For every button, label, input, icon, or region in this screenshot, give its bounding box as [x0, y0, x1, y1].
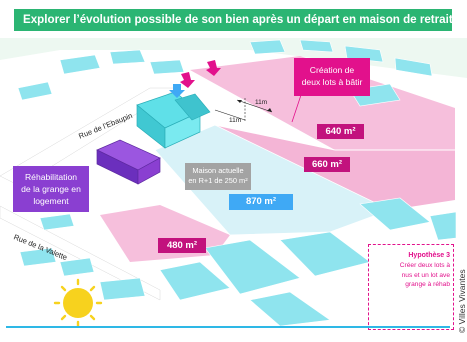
callout-maison-line2: en R+1 de 250 m² [188, 176, 248, 185]
callout-creation-lots: Création de deux lots à bâtir [294, 58, 370, 96]
callout-existing-house: Maison actuelle en R+1 de 250 m² [185, 163, 251, 190]
existing-house [136, 91, 211, 149]
lot-pink-upper [190, 56, 455, 150]
hypothesis-line1: Créer deux lots à [399, 262, 450, 269]
creation-leader-line [291, 91, 303, 123]
lot-divider-1 [214, 124, 336, 151]
road-valette [0, 205, 161, 301]
callout-maison-line1: Maison actuelle [192, 166, 244, 175]
hypothesis-line2: nus et un lot ave [401, 271, 450, 279]
dimension-arrow-heads [237, 100, 272, 112]
copyright-credit: © Villes Vivantes [457, 269, 467, 333]
lot-label-480: 480 m² [158, 238, 206, 253]
callout-rehab-line3: logement [33, 196, 69, 206]
hypothesis-title: Hypothèse 3 [408, 252, 450, 259]
callout-creation-line2: deux lots à bâtir [301, 77, 363, 87]
hypothesis-box: Hypothèse 3 Créer deux lots à nus et un … [368, 244, 454, 330]
callout-creation-line1: Création de [309, 65, 355, 75]
lot-label-660: 660 m² [304, 157, 350, 172]
barn-building [96, 139, 161, 185]
lot-label-870: 870 m² [229, 194, 293, 210]
dimension-label-b: 11m [229, 117, 242, 124]
lot-blue-main [154, 124, 392, 236]
footer-divider [6, 326, 450, 328]
callout-rehab-line1: Réhabilitation [24, 172, 78, 182]
sun-icon [53, 278, 103, 328]
hypothesis-line3: grange à réhab [405, 281, 450, 288]
callout-rehabilitation: Réhabilitation de la grange en logement [13, 166, 89, 212]
dimension-lines [214, 98, 273, 122]
neighbor-buildings [17, 39, 457, 327]
dimension-label-a: 11m [255, 99, 268, 106]
lot-label-640: 640 m² [317, 124, 364, 139]
callout-rehab-line2: de la grange en [21, 184, 81, 194]
access-arrows [169, 60, 221, 98]
page-title: Explorer l’évolution possible de son bie… [14, 9, 452, 31]
